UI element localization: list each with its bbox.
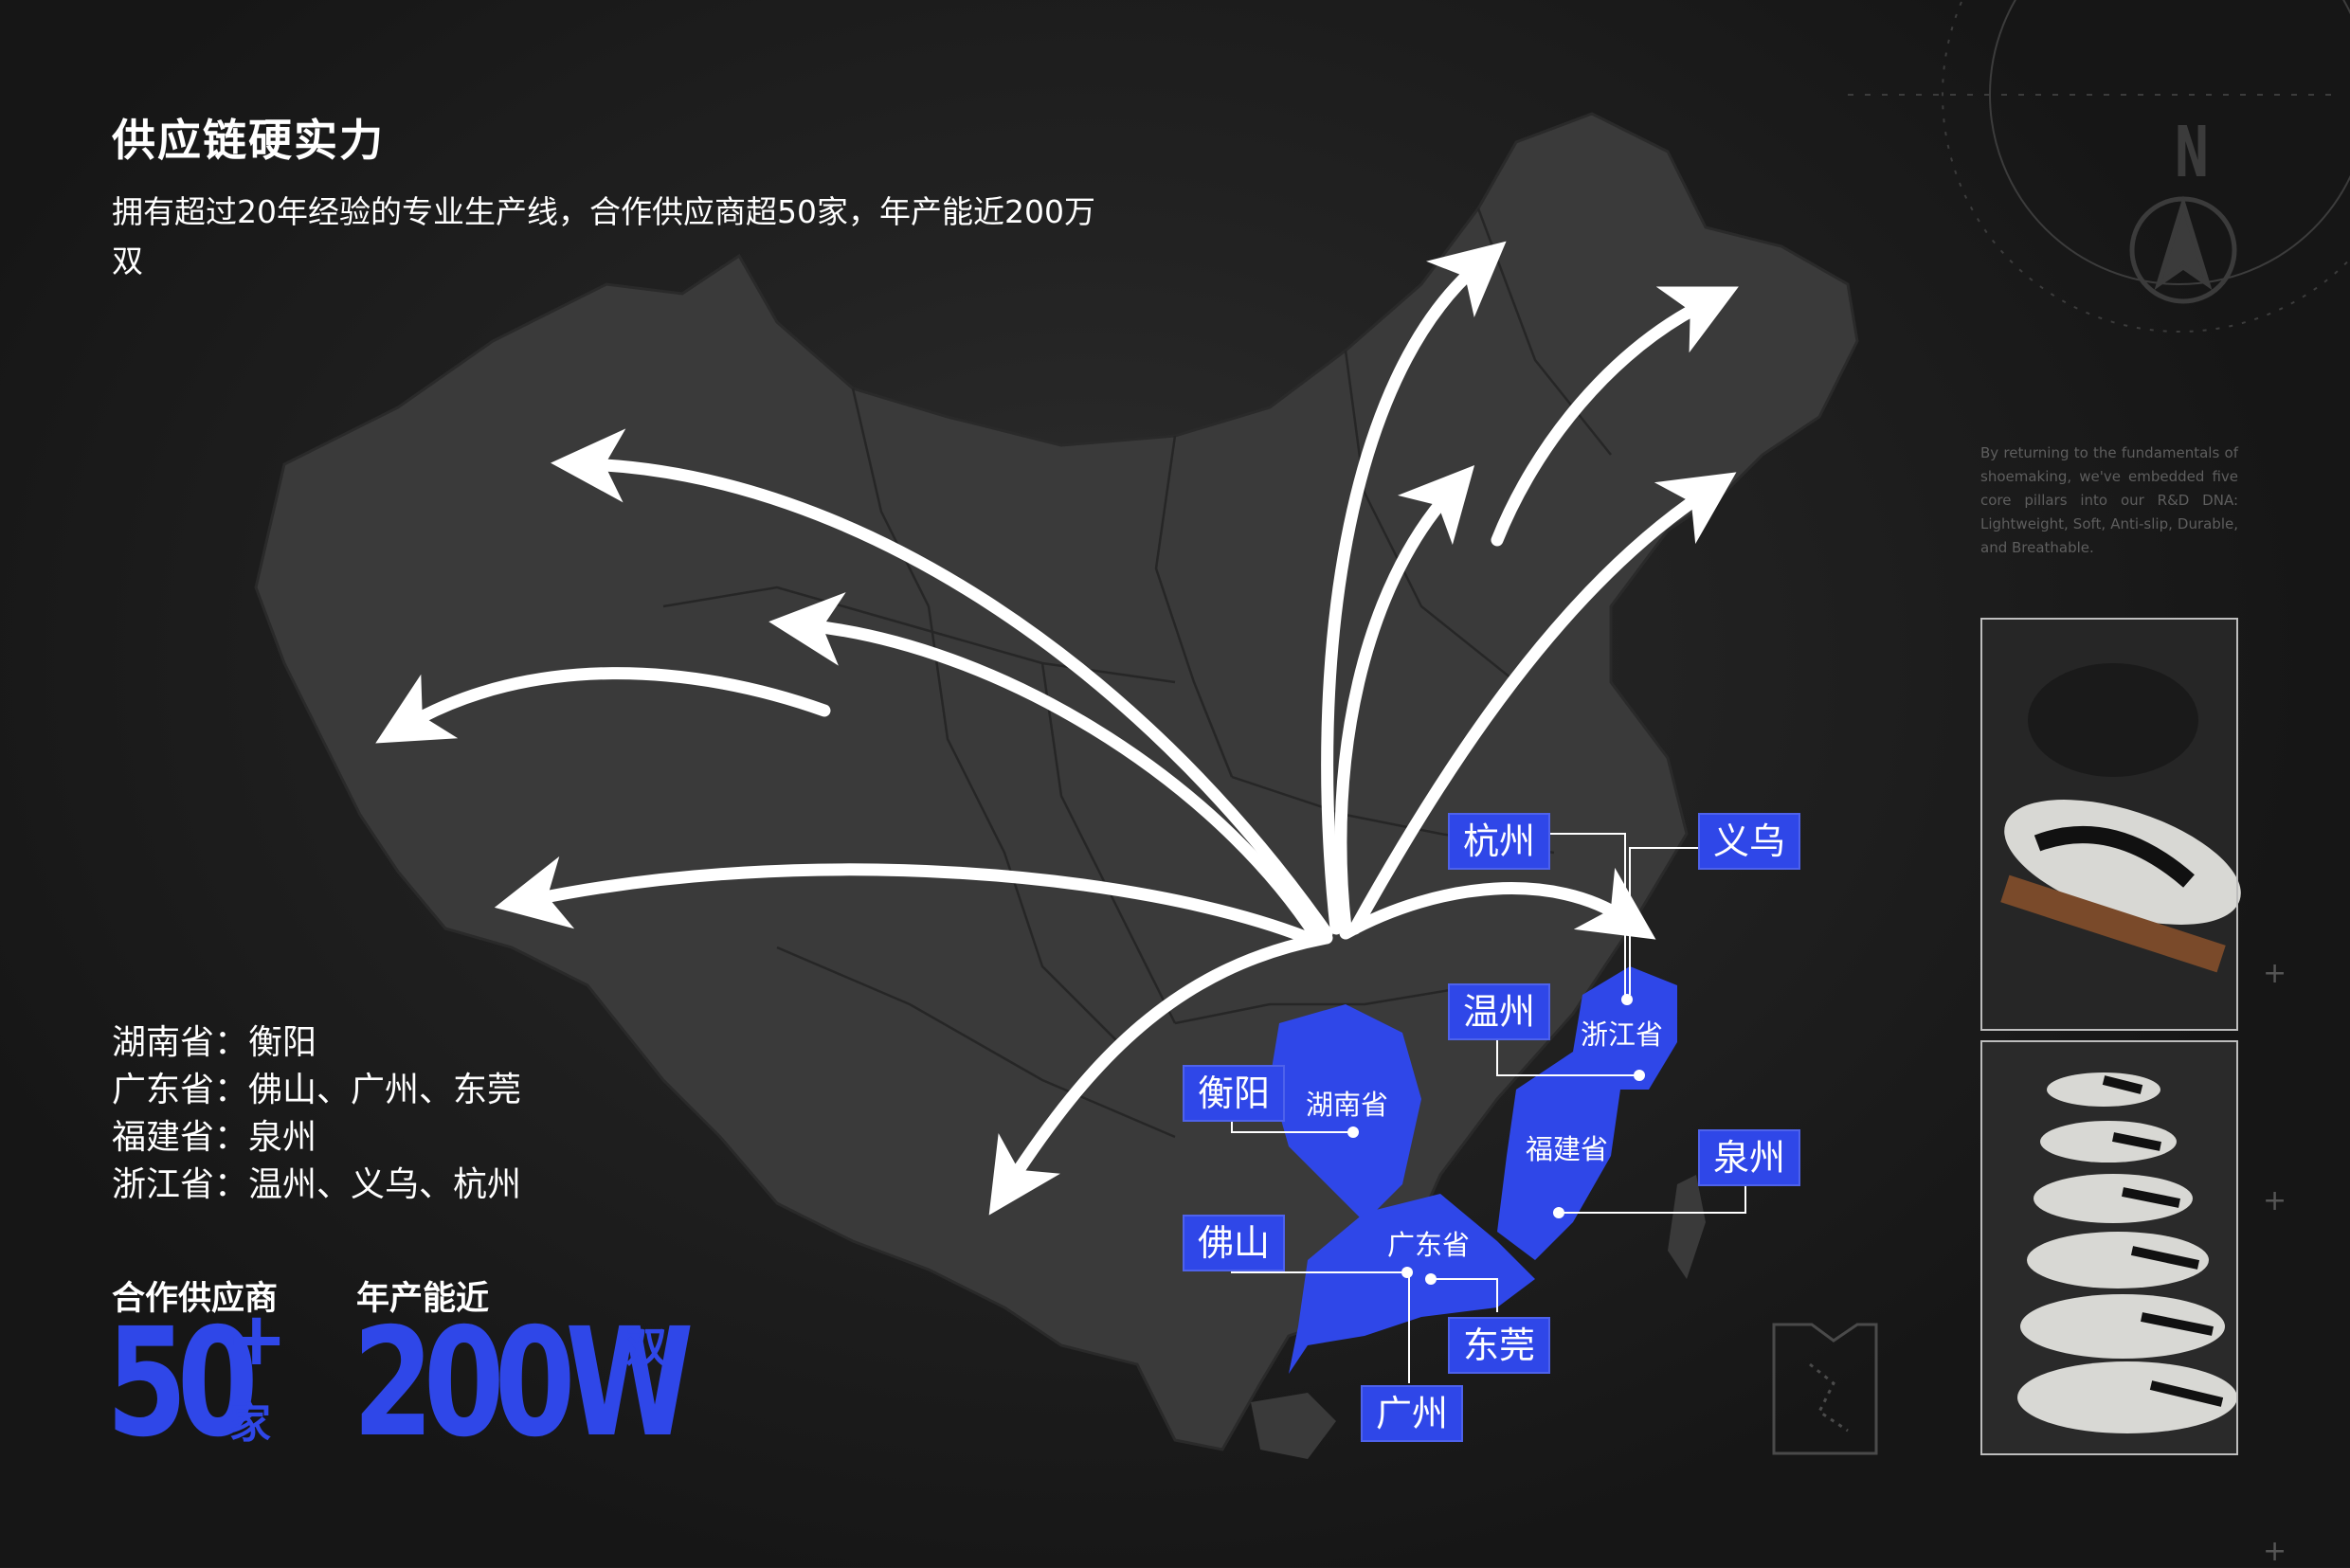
taiwan-island <box>1668 1175 1706 1279</box>
suppliers-plus: + <box>226 1297 288 1382</box>
distribution-arrow-icon <box>1491 286 1739 547</box>
highlighted-provinces <box>1270 966 1677 1374</box>
distribution-arrow-icon <box>988 931 1333 1216</box>
distribution-arrow-icon <box>1321 241 1507 935</box>
suppliers-value: 50 <box>106 1296 259 1470</box>
distribution-arrows <box>375 241 1739 1216</box>
north-letter: N <box>2174 112 2210 193</box>
hainan-island <box>1251 1393 1336 1459</box>
city-label-hengyang: 衡阳 <box>1183 1065 1286 1122</box>
china-land <box>254 112 1859 1451</box>
distribution-arrow-icon <box>1339 867 1656 940</box>
fujian-province <box>1497 1052 1620 1260</box>
product-photo-1 <box>1982 620 2241 1029</box>
guangdong-province <box>1289 1194 1535 1374</box>
zhejiang-province <box>1573 966 1677 1090</box>
photo-frame-1 <box>1980 618 2238 1031</box>
city-label-hangzhou: 杭州 <box>1448 813 1551 870</box>
plus-mark: + <box>2263 957 2287 990</box>
page-subtitle: 拥有超过20年经验的专业生产线，合作供应商超50家，年产能近200万双 <box>112 193 1095 279</box>
city-label-foshan: 佛山 <box>1183 1215 1286 1271</box>
compass-icon <box>2129 195 2237 304</box>
photo-frame-2 <box>1980 1040 2238 1455</box>
city-label-quanzhou: 泉州 <box>1698 1129 1801 1186</box>
province-label-fujian: 福建省 <box>1526 1133 1609 1165</box>
brand-description: By returning to the fundamentals of shoe… <box>1980 444 2238 556</box>
page-title: 供应链硬实力 <box>112 115 385 166</box>
city-label-yiwu: 义乌 <box>1698 813 1801 870</box>
city-dots <box>1347 994 1645 1285</box>
hud-decoration <box>1848 0 2350 333</box>
distribution-arrow-icon <box>375 667 831 744</box>
product-photo-2 <box>1982 1042 2237 1453</box>
province-label-hunan: 湖南省 <box>1306 1089 1389 1121</box>
city-label-dongguan: 东莞 <box>1448 1317 1551 1374</box>
capacity-unit: 双 <box>625 1324 667 1372</box>
plus-mark: + <box>2263 1535 2287 1568</box>
city-label-wenzhou: 温州 <box>1448 983 1551 1040</box>
city-label-guangzhou: 广州 <box>1361 1385 1464 1442</box>
province-label-zhejiang: 浙江省 <box>1581 1018 1664 1051</box>
distribution-arrow-icon <box>768 592 1324 945</box>
suppliers-label: 合作供应商 <box>112 1280 279 1318</box>
region-item-fujian: 福建省：泉州 <box>112 1118 317 1157</box>
region-item-hunan: 湖南省：衡阳 <box>112 1023 317 1062</box>
plus-mark: + <box>2263 1184 2287 1217</box>
distribution-arrow-icon <box>494 856 1314 945</box>
capacity-label: 年产能近 <box>356 1280 490 1318</box>
tshirt-outline-icon <box>1772 1323 1878 1455</box>
distribution-arrow-icon <box>551 428 1333 940</box>
capacity-value: 200W <box>352 1296 694 1470</box>
distribution-arrow-icon <box>1348 472 1737 935</box>
suppliers-unit: 家 <box>229 1399 271 1448</box>
province-borders <box>662 207 1612 1139</box>
region-item-zhejiang: 浙江省：温州、义乌、杭州 <box>112 1165 522 1204</box>
hunan-province <box>1270 1004 1421 1222</box>
region-list: 湖南省：衡阳 广东省：佛山、广州、东莞 福建省：泉州 浙江省：温州、义乌、杭州 <box>112 1019 521 1209</box>
province-label-guangdong: 广东省 <box>1387 1229 1471 1261</box>
region-item-guangdong: 广东省：佛山、广州、东莞 <box>112 1071 522 1109</box>
distribution-arrow-icon <box>1334 464 1475 935</box>
